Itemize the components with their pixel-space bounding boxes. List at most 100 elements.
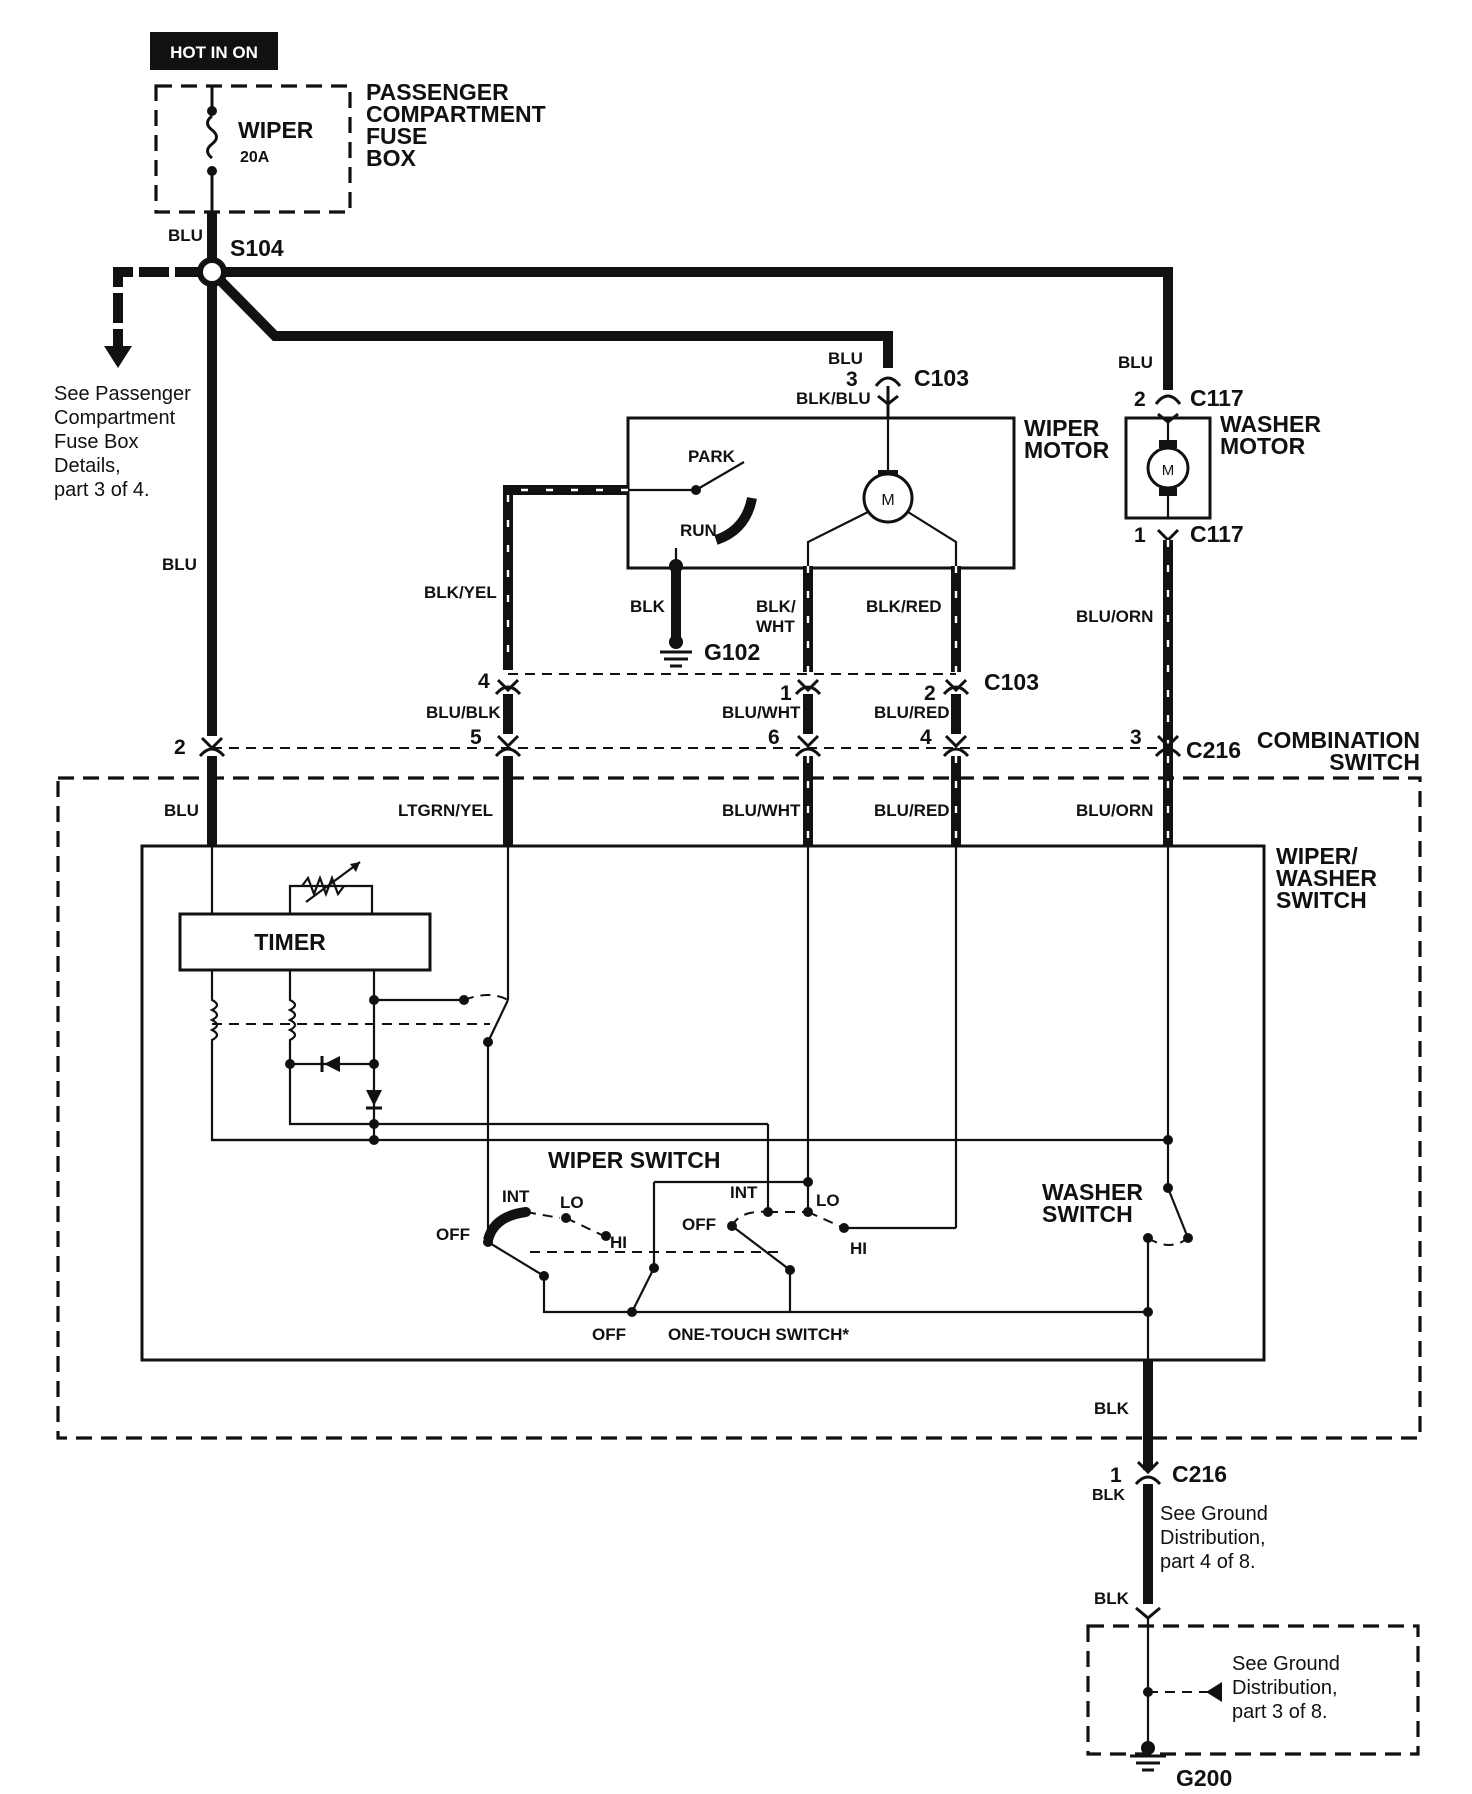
ground-note-3-3: part 3 of 8. — [1232, 1701, 1328, 1723]
ground-note-3-1: See Ground — [1232, 1653, 1340, 1675]
wire-color-blu-c117: BLU — [1118, 353, 1153, 372]
wire-color-blk-blu: BLK/BLU — [796, 389, 871, 408]
wire-color-blk-wht-2: WHT — [756, 617, 795, 636]
timer-resistor-loop — [288, 884, 374, 914]
washer-switch-label-1: WASHER — [1042, 1179, 1143, 1205]
connector-c103-bottom — [494, 678, 970, 696]
diode-vertical — [366, 1090, 382, 1145]
fuse-note-2: Compartment — [54, 407, 176, 429]
pin-c103-3: 3 — [846, 368, 858, 391]
pin-c103-1: 1 — [780, 682, 792, 705]
wire-splice-to-washer-motor — [212, 267, 1173, 390]
wire-color-blu-wht-lower: BLU/WHT — [722, 801, 801, 820]
wiper-switch-lo-right: LO — [816, 1191, 840, 1210]
wiper-switch-hi-left: HI — [610, 1233, 627, 1252]
wire-motor-lo — [806, 511, 869, 566]
wire-color-blu-red-upper: BLU/RED — [874, 703, 950, 722]
g102-label: G102 — [704, 639, 760, 665]
wiper-fuse — [206, 86, 218, 212]
wire-blk-yel — [503, 485, 628, 670]
wiper-washer-switch-box — [140, 844, 1266, 1362]
timer-label: TIMER — [254, 929, 326, 955]
wire-color-ltgrn-yel: LTGRN/YEL — [398, 801, 493, 820]
pin-c216-5: 5 — [470, 726, 482, 749]
combination-switch-label-2: SWITCH — [1329, 749, 1420, 775]
combination-switch-outline — [56, 776, 1422, 1440]
fuse-note-4: Details, — [54, 455, 121, 477]
wire-color-blu-blk: BLU/BLK — [426, 703, 501, 722]
connector-c216-ground — [1134, 1460, 1162, 1486]
one-touch-switch-label: ONE-TOUCH SWITCH* — [668, 1325, 849, 1344]
park-cam — [714, 496, 757, 545]
wiper-motor-m: M — [881, 492, 894, 509]
fuse-box-title-4: BOX — [366, 145, 417, 171]
wire-color-blk-yel: BLK/YEL — [424, 583, 497, 602]
wire-color-blk-lower-1: BLK — [1094, 1399, 1130, 1418]
ground-g102-symbol — [660, 635, 692, 668]
park-label: PARK — [688, 447, 736, 466]
fuse-box-title-1: PASSENGER — [366, 79, 509, 105]
splice-label: S104 — [230, 235, 284, 261]
diode-horizontal — [285, 1056, 379, 1072]
washer-motor-m: M — [1162, 462, 1175, 479]
wire-color-blk-g102: BLK — [630, 597, 666, 616]
ground-note-4-2: Distribution, — [1160, 1527, 1266, 1549]
connector-c117-bottom — [1156, 528, 1180, 543]
ground-g200-outline — [1086, 1624, 1420, 1756]
relay-contact-blade — [487, 999, 509, 1043]
relay-coil-2 — [287, 970, 768, 1126]
wiper-switch-label: WIPER SWITCH — [548, 1147, 721, 1173]
wire-color-blu-top: BLU — [168, 226, 203, 245]
splice-s104-dot — [197, 257, 227, 287]
connector-c216 — [198, 734, 1182, 758]
wiper-switch-right-blade — [731, 1225, 791, 1271]
c103-label-top: C103 — [914, 365, 969, 391]
wiper-washer-switch-label-1: WIPER/ — [1276, 843, 1358, 869]
wire-color-blu-left: BLU — [162, 555, 197, 574]
fuse-box-title-2: COMPARTMENT — [366, 101, 546, 127]
c216-label-bottom: C216 — [1172, 1461, 1227, 1487]
wire-motor-hi — [907, 511, 958, 566]
pin-c103-4: 4 — [478, 670, 490, 693]
ground-g200-symbol — [1130, 1741, 1166, 1772]
wiper-washer-switch-label-3: SWITCH — [1276, 887, 1367, 913]
wire-color-blk-lower-2: BLK — [1092, 1487, 1125, 1504]
fuse-rating: 20A — [240, 149, 270, 166]
wiper-switch-left-off-int-arc — [483, 1207, 527, 1242]
wiper-motor-label-1: WIPER — [1024, 415, 1100, 441]
run-label: RUN — [680, 521, 717, 540]
ground-note-4-3: part 4 of 8. — [1160, 1551, 1256, 1573]
c117-label-bottom: C117 — [1190, 521, 1244, 547]
wire-color-blk-red: BLK/RED — [866, 597, 942, 616]
wire-splice-to-wiper-motor — [208, 268, 893, 368]
wire-color-blu-switch: BLU — [164, 801, 199, 820]
washer-motor-label-1: WASHER — [1220, 411, 1321, 437]
wiper-switch-int-left: INT — [502, 1187, 530, 1206]
pin-c216-2: 2 — [174, 736, 186, 759]
one-touch-off-label: OFF — [592, 1325, 626, 1344]
hot-in-on-label: HOT IN ON — [170, 43, 258, 62]
washer-motor-label-2: MOTOR — [1220, 433, 1306, 459]
ground-distribution-arrow — [1206, 1682, 1222, 1702]
pin-c216-4: 4 — [920, 726, 932, 749]
fuse-note-5: part 3 of 4. — [54, 479, 150, 501]
wire-color-blu-red-lower: BLU/RED — [874, 801, 950, 820]
timer-block — [178, 912, 432, 972]
pin-c216-3: 3 — [1130, 726, 1142, 749]
pin-c117-2: 2 — [1134, 388, 1146, 411]
connector-c103-top — [874, 376, 902, 418]
one-touch-switch-blade — [631, 1267, 655, 1313]
fuse-box-title-3: FUSE — [366, 123, 427, 149]
wire-color-blu-orn-top: BLU/ORN — [1076, 607, 1153, 626]
washer-motor-symbol — [1146, 446, 1190, 490]
washer-switch-blade — [1166, 1187, 1190, 1239]
g200-label: G200 — [1176, 1765, 1232, 1791]
combination-switch-label-1: COMBINATION — [1257, 727, 1420, 753]
wire-color-blk-wht-1: BLK/ — [756, 597, 796, 616]
c216-label-top: C216 — [1186, 737, 1241, 763]
wiper-switch-hi-right: HI — [850, 1239, 867, 1258]
wire-color-blu-wht-upper: BLU/WHT — [722, 703, 801, 722]
wire-splice-to-fusebox-ref — [104, 267, 205, 368]
wire-color-blk-lower-3: BLK — [1094, 1589, 1130, 1608]
